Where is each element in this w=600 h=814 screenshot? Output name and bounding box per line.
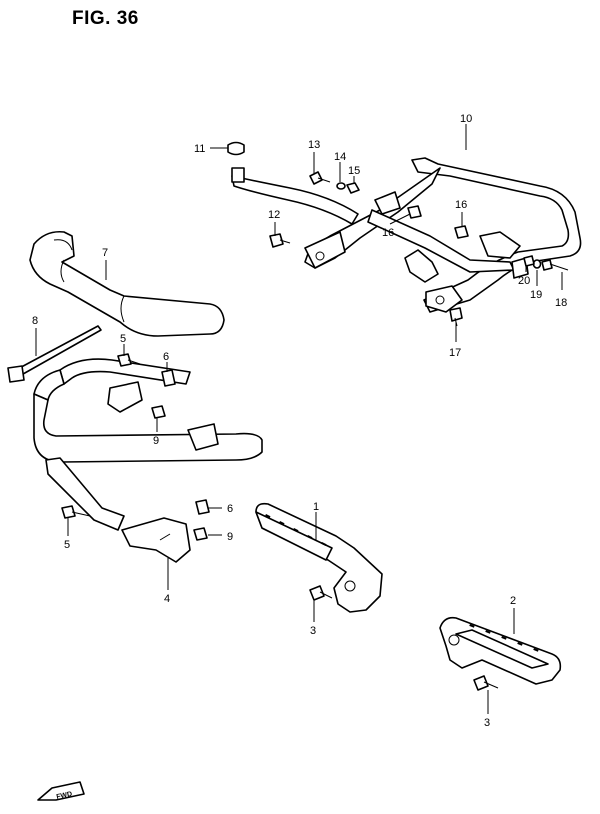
callout-14: 14 (334, 151, 346, 163)
callout-numbers: 11 13 14 15 12 10 16 16 17 18 19 20 7 8 … (32, 113, 567, 729)
callout-16b: 16 (455, 199, 467, 211)
callout-8: 8 (32, 315, 38, 327)
callout-6a: 6 (163, 351, 169, 363)
callout-1: 1 (313, 501, 319, 513)
callout-11: 11 (194, 143, 205, 155)
callout-10: 10 (460, 113, 472, 125)
fwd-label: FWD (56, 791, 73, 801)
callout-9b: 9 (227, 531, 233, 543)
callout-15: 15 (348, 165, 360, 177)
footrest-lower (439, 616, 562, 685)
callout-5a: 5 (120, 333, 126, 345)
callout-5b: 5 (64, 539, 70, 551)
rear-carrier-frame (304, 157, 582, 313)
callout-17: 17 (449, 347, 461, 359)
leader-lines (35, 124, 563, 714)
bumper-hardware (61, 353, 210, 541)
cable-tie (7, 325, 102, 383)
forward-arrow-badge: FWD (37, 781, 85, 801)
callout-3b: 3 (484, 717, 490, 729)
callout-20: 20 (518, 275, 530, 287)
callout-3a: 3 (310, 625, 316, 637)
footrest-bolts (309, 585, 499, 691)
hose-grommet (227, 141, 359, 225)
callout-2: 2 (510, 595, 516, 607)
callout-13: 13 (308, 139, 320, 151)
callout-18: 18 (555, 297, 567, 309)
callout-9a: 9 (153, 435, 159, 447)
callout-4: 4 (164, 593, 170, 605)
callout-6b: 6 (227, 503, 233, 515)
callout-7: 7 (102, 247, 108, 259)
carrier-hardware (269, 171, 569, 327)
footrest-upper (255, 502, 383, 613)
callout-12: 12 (268, 209, 280, 221)
frame-pad (29, 230, 225, 337)
callout-16a: 16 (382, 227, 394, 239)
callout-19: 19 (530, 289, 542, 301)
figure-title: FIG. 36 (72, 8, 139, 29)
front-bumper-guard (33, 358, 263, 563)
